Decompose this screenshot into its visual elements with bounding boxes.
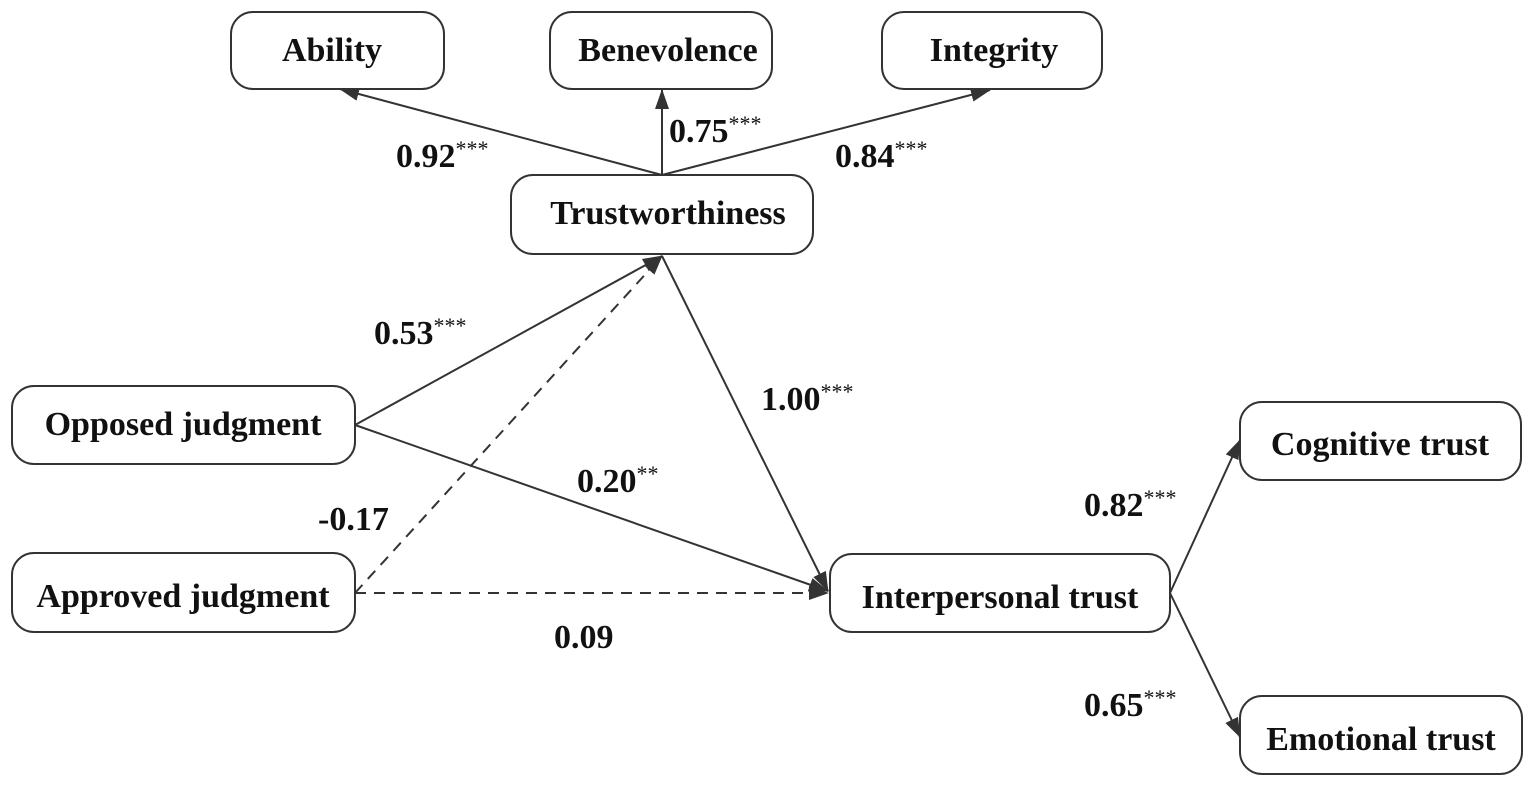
coef-tw-ability-sig: ***	[456, 136, 489, 161]
coef-opposed-interpersonal-value: 0.20	[577, 463, 637, 500]
coef-opposed-tw-sig: ***	[434, 313, 467, 338]
edge-interpersonal-emotional	[1169, 592, 1241, 738]
coef-tw-integrity-sig: ***	[895, 136, 928, 161]
coef-tw-ability: 0.92***	[396, 136, 489, 175]
node-interpersonal-trust: Interpersonal trust	[829, 553, 1171, 633]
edge-interpersonal-cognitive	[1169, 439, 1241, 594]
coef-approved-interpersonal: 0.09	[554, 619, 614, 656]
coef-opposed-tw: 0.53***	[374, 313, 467, 352]
coef-tw-interpersonal-value: 1.00	[761, 381, 821, 418]
node-interpersonal-trust-label: Interpersonal trust	[862, 579, 1139, 616]
node-integrity: Integrity	[881, 11, 1103, 90]
coef-opposed-interpersonal-sig: **	[637, 461, 659, 486]
coef-tw-ability-value: 0.92	[396, 138, 456, 175]
edge-tw-interpersonal	[661, 255, 829, 592]
node-opposed-judgment-label: Opposed judgment	[45, 406, 322, 443]
coef-interpersonal-cognitive-value: 0.82	[1084, 487, 1144, 524]
coef-interpersonal-cognitive: 0.82***	[1084, 485, 1177, 524]
edge-approved-tw	[354, 255, 663, 594]
node-approved-judgment-label: Approved judgment	[36, 578, 330, 615]
coef-tw-interpersonal-sig: ***	[821, 379, 854, 404]
node-ability: Ability	[230, 11, 445, 90]
coef-tw-benevolence-sig: ***	[729, 111, 762, 136]
edge-tw-integrity	[661, 87, 991, 176]
coef-interpersonal-emotional-value: 0.65	[1084, 687, 1144, 724]
node-integrity-label: Integrity	[930, 32, 1058, 69]
coef-tw-benevolence-value: 0.75	[669, 113, 729, 150]
coef-opposed-tw-value: 0.53	[374, 315, 434, 352]
coef-approved-tw-value: -0.17	[318, 501, 389, 538]
coef-interpersonal-emotional: 0.65***	[1084, 685, 1177, 724]
node-cognitive-trust: Cognitive trust	[1239, 401, 1522, 481]
node-emotional-trust-label: Emotional trust	[1266, 721, 1496, 758]
node-opposed-judgment: Opposed judgment	[11, 385, 356, 465]
coef-opposed-interpersonal: 0.20**	[577, 461, 659, 500]
coef-approved-tw: -0.17	[318, 501, 389, 538]
edge-tw-ability	[339, 87, 663, 176]
node-benevolence-label: Benevolence	[578, 32, 757, 69]
coef-tw-interpersonal: 1.00***	[761, 379, 854, 418]
coef-tw-integrity-value: 0.84	[835, 138, 895, 175]
edge-opposed-tw	[354, 255, 663, 426]
node-emotional-trust: Emotional trust	[1239, 695, 1523, 775]
node-ability-label: Ability	[282, 32, 382, 69]
node-approved-judgment: Approved judgment	[11, 552, 356, 633]
coef-interpersonal-cognitive-sig: ***	[1144, 485, 1177, 510]
node-trustworthiness-label: Trustworthiness	[550, 195, 786, 232]
node-benevolence: Benevolence	[549, 11, 773, 90]
coef-approved-interpersonal-value: 0.09	[554, 619, 614, 656]
coef-tw-benevolence: 0.75***	[669, 111, 762, 150]
coef-interpersonal-emotional-sig: ***	[1144, 685, 1177, 710]
edge-opposed-interpersonal	[354, 424, 829, 592]
coef-tw-integrity: 0.84***	[835, 136, 928, 175]
node-cognitive-trust-label: Cognitive trust	[1271, 426, 1490, 463]
node-trustworthiness: Trustworthiness	[510, 174, 814, 255]
